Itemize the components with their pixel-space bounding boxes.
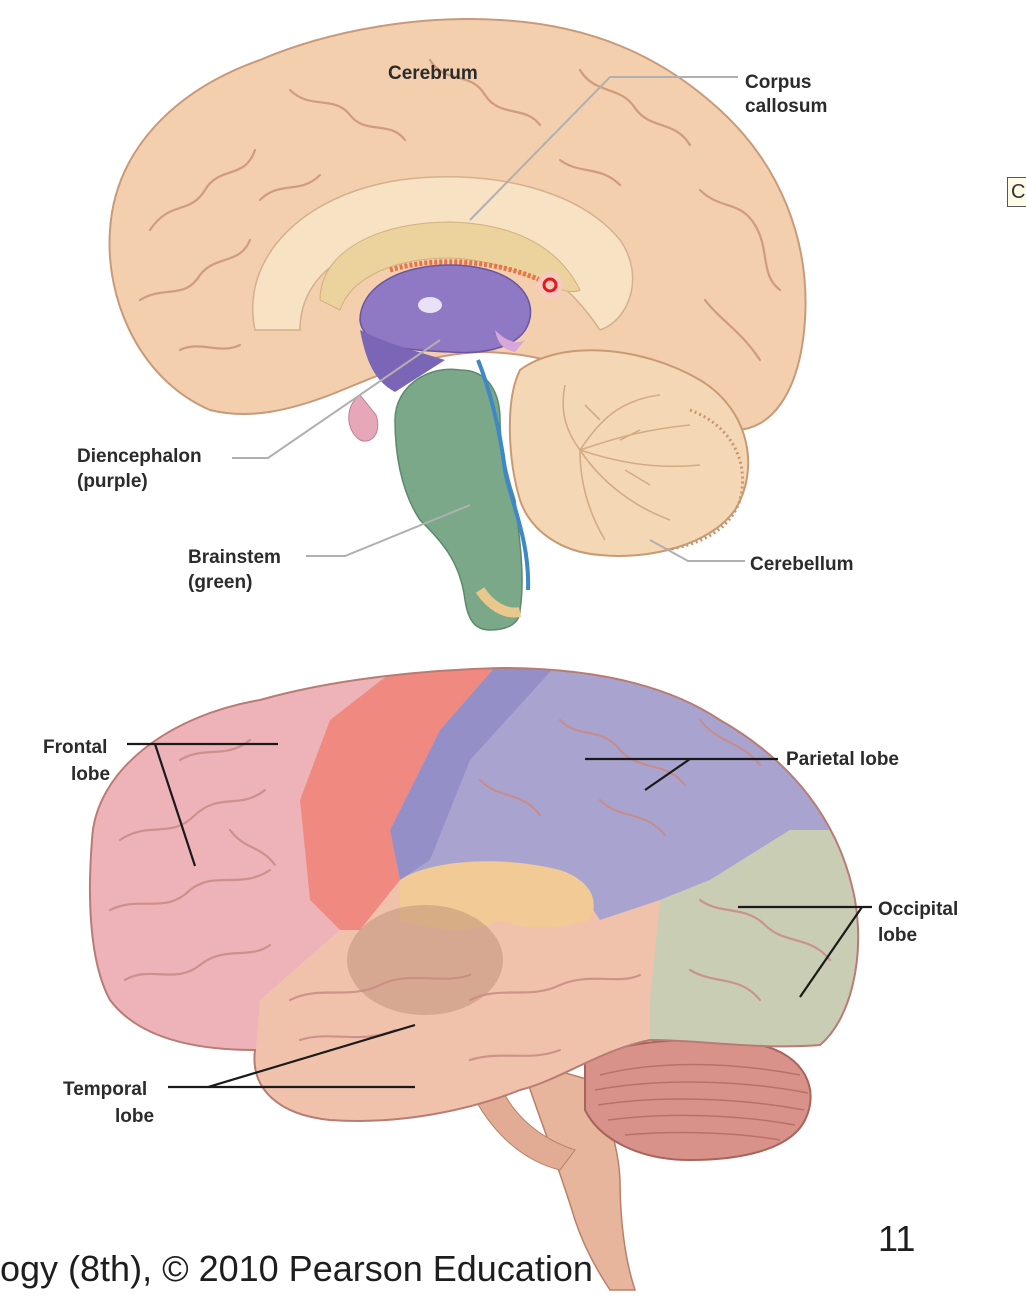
midsagittal-brain-view — [108, 18, 807, 631]
temporal-lobe-leader — [168, 1023, 416, 1089]
precentral-gyrus-region — [300, 668, 510, 930]
frontal-lobe-leader — [127, 742, 278, 867]
temporal-lobe-label-line2: lobe — [115, 1106, 154, 1127]
edge-tab: C — [1007, 177, 1026, 207]
occipital-lobe-leader — [738, 905, 872, 998]
brainstem-label-line1: Brainstem — [188, 547, 281, 568]
frontal-lobe-label-line1: Frontal — [43, 737, 107, 758]
corpus-callosum-label-line1: Corpus — [745, 72, 812, 93]
cerebellum-region — [508, 349, 750, 557]
occipital-lobe-label-line2: lobe — [878, 925, 917, 946]
brainstem-region — [394, 359, 531, 631]
occipital-lobe-label-line1: Occipital — [878, 899, 958, 920]
parietal-lobe-label: Parietal lobe — [786, 749, 899, 770]
cerebrum-label: Cerebrum — [388, 63, 478, 84]
corpus-callosum-label-line2: callosum — [745, 96, 827, 117]
diencephalon-label-line1: Diencephalon — [77, 446, 202, 467]
frontal-lobe-region — [89, 668, 420, 1060]
cursor-pointer-marker — [537, 272, 563, 298]
slide-page-number: 11 — [878, 1218, 916, 1259]
parietal-lobe-leader — [585, 757, 778, 791]
cerebellum-label: Cerebellum — [750, 554, 853, 575]
brainstem-leader — [306, 504, 471, 557]
bottom-leader-lines — [127, 742, 872, 1089]
corpus-callosum-leader — [469, 76, 738, 221]
temporal-lobe-label-line1: Temporal — [63, 1079, 147, 1100]
insula-overlay — [347, 905, 503, 1015]
diencephalon-label-line2: (purple) — [77, 471, 148, 492]
lateral-brain-view — [88, 666, 860, 1291]
cerebellum-leader — [649, 539, 745, 562]
diencephalon-region — [348, 264, 532, 442]
diencephalon-leader — [232, 339, 441, 459]
copyright-footer: ogy (8th), © 2010 Pearson Education — [0, 1248, 593, 1289]
lateral-cerebellum — [584, 1039, 812, 1162]
brainstem-label-line2: (green) — [188, 572, 252, 593]
frontal-lobe-label-line2: lobe — [71, 764, 110, 785]
top-leader-lines — [232, 76, 745, 562]
cerebrum-gyri — [138, 58, 782, 362]
occipital-lobe-region — [650, 830, 859, 1060]
